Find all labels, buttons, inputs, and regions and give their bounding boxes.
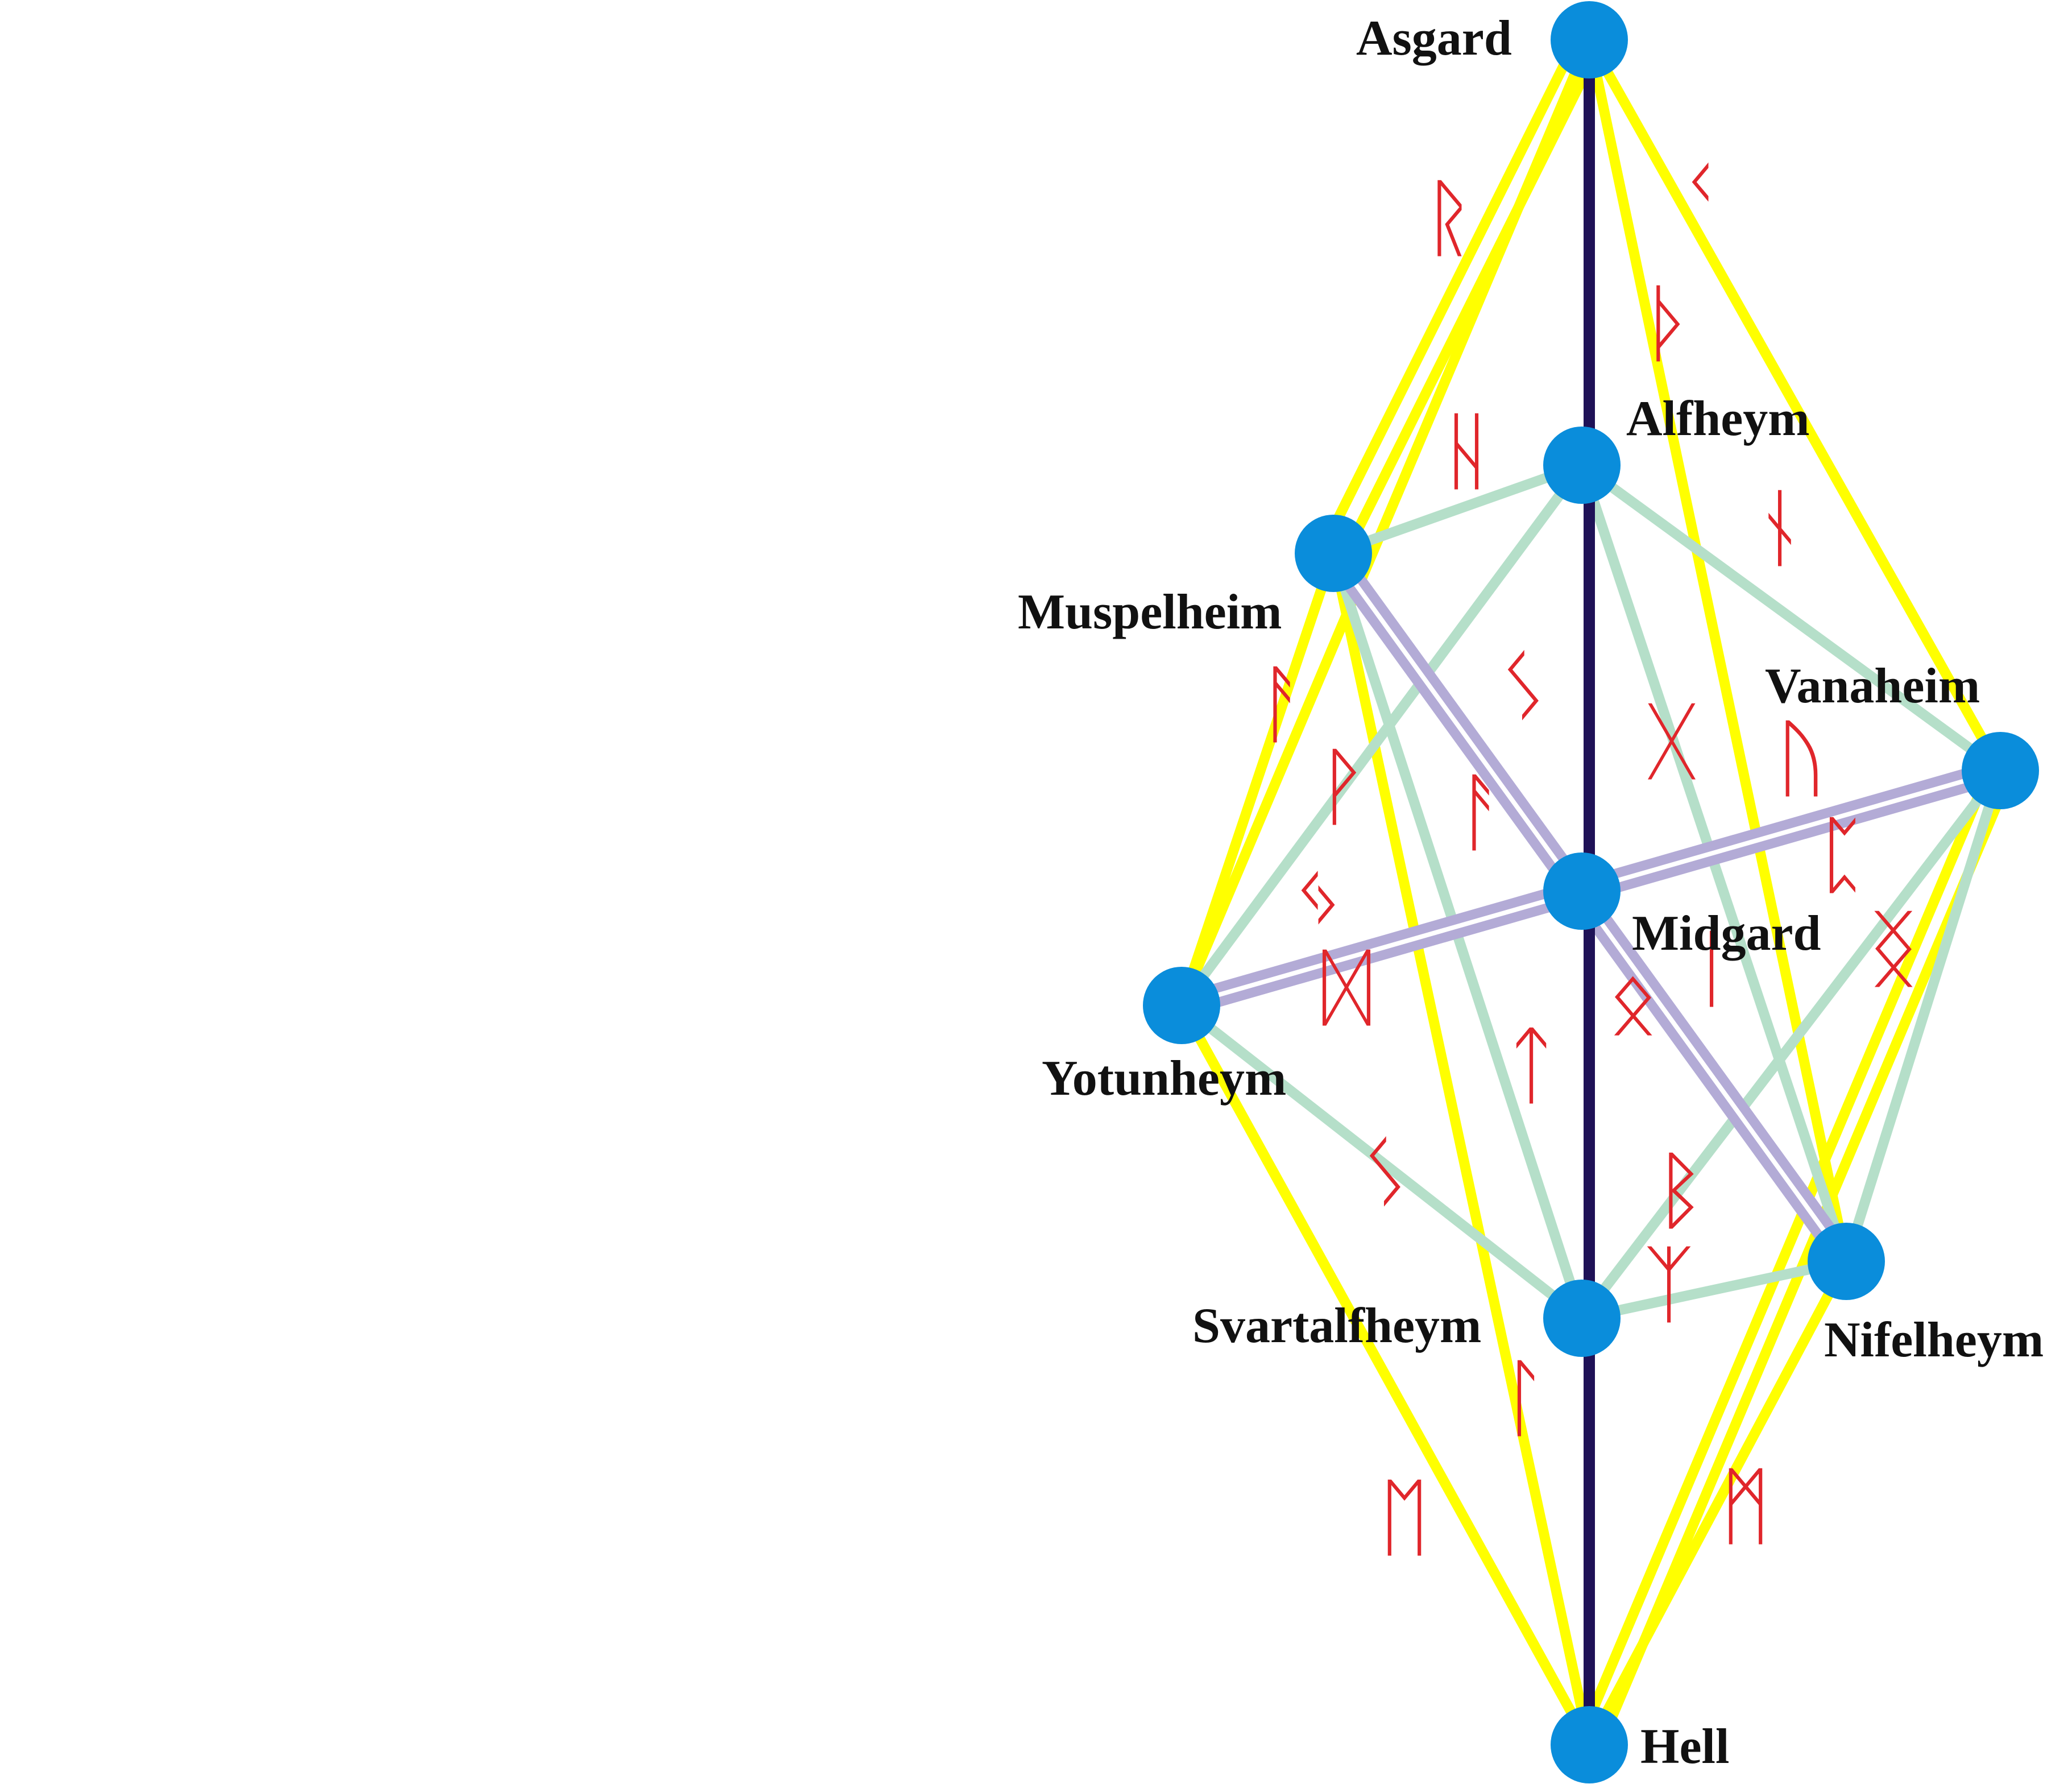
edge-asgard-nifelheym bbox=[1584, 35, 1851, 1266]
rune-laguz: ᛚ bbox=[1498, 1349, 1549, 1448]
rune-wunjo: ᚹ bbox=[1316, 738, 1367, 837]
label-yotunheym: Yotunheym bbox=[1042, 1051, 1286, 1106]
rune-perthro: ᛈ bbox=[1817, 806, 1868, 905]
rune-hagalaz: ᚺ bbox=[1441, 402, 1493, 501]
edge-alfheym-yotunheym bbox=[1176, 460, 1587, 1011]
edge-asgard-vanaheim bbox=[1584, 35, 2005, 776]
rune-isa: ᛁ bbox=[1686, 920, 1737, 1019]
rune-sowilo-upper: ᛊ bbox=[1498, 638, 1549, 737]
edge-yotunheym-hell bbox=[1176, 1000, 1594, 1750]
label-midgard: Midgard bbox=[1632, 906, 1821, 961]
edge-muspelheim-yotunheym bbox=[1176, 548, 1338, 1011]
edge-asgard-muspelheim-2 bbox=[1318, 30, 1585, 554]
rune-naudiz: ᚾ bbox=[1754, 479, 1805, 578]
rune-gebo: ᚷ bbox=[1646, 692, 1697, 791]
label-muspelheim: Muspelheim bbox=[1018, 585, 1282, 640]
edge-alfheym-muspelheim bbox=[1328, 460, 1587, 558]
node-nifelheym bbox=[1808, 1223, 1885, 1300]
edge-muspelheim-hell bbox=[1328, 548, 1594, 1750]
node-vanaheim bbox=[1962, 732, 2039, 809]
rune-ehwaz: ᛖ bbox=[1379, 1468, 1430, 1567]
node-asgard bbox=[1551, 1, 1628, 78]
node-midgard bbox=[1543, 852, 1621, 930]
edge-vanaheim-hell-2 bbox=[1574, 761, 1996, 1746]
node-layer bbox=[1143, 1, 2039, 1783]
edge-yotunheym-svartalfheym bbox=[1176, 1000, 1587, 1323]
edge-vanaheim-hell-1 bbox=[1593, 769, 2015, 1754]
edge-nifelheym-svartalfheym bbox=[1577, 1256, 1851, 1323]
rune-mannaz: ᛗ bbox=[1720, 1457, 1771, 1556]
edge-alfheym-vanaheim bbox=[1577, 460, 2005, 776]
outer-edges bbox=[1176, 30, 2015, 1754]
rune-thurisaz: ᚦ bbox=[1643, 274, 1694, 373]
edge-nifelheym-hell bbox=[1584, 1256, 1851, 1750]
rune-othala: ᛟ bbox=[1607, 954, 1659, 1053]
inner-edges bbox=[1176, 460, 2005, 1323]
rune-berkano: ᛒ bbox=[1655, 1141, 1706, 1240]
rune-ingwaz: ᛝ bbox=[1868, 900, 1919, 999]
node-hell bbox=[1551, 1706, 1628, 1783]
label-nifelheym: Nifelheym bbox=[1824, 1313, 2044, 1368]
edge-vanaheim-nifelheym bbox=[1841, 765, 2005, 1266]
rune-sowilo-lower: ᛊ bbox=[1360, 1124, 1411, 1223]
edge-asgard-yotunheym bbox=[1176, 35, 1594, 1011]
edge-vanaheim-svartalfheym bbox=[1577, 765, 2005, 1323]
rune-jera: ᛃ bbox=[1292, 846, 1344, 945]
rune-algiz: ᛉ bbox=[1643, 1235, 1694, 1334]
node-yotunheym bbox=[1143, 967, 1220, 1044]
node-labels: Asgard Alfheym Muspelheim Vanaheim Midga… bbox=[1018, 11, 2044, 1774]
rune-uruz: ᚢ bbox=[1776, 709, 1827, 808]
rune-dagaz: ᛞ bbox=[1321, 938, 1372, 1037]
label-vanaheim: Vanaheim bbox=[1765, 659, 1980, 714]
label-svartalfheym: Svartalfheym bbox=[1192, 1298, 1481, 1353]
edge-asgard-muspelheim-1 bbox=[1338, 39, 1605, 564]
label-asgard: Asgard bbox=[1356, 11, 1512, 66]
label-alfheym: Alfheym bbox=[1626, 391, 1810, 446]
rune-raido: ᚱ bbox=[1423, 169, 1474, 268]
rune-ansuz-left: ᚨ bbox=[1257, 655, 1308, 754]
node-muspelheim bbox=[1295, 515, 1372, 592]
label-hell: Hell bbox=[1640, 1719, 1729, 1774]
rune-kaun: ᚲ bbox=[1675, 133, 1726, 232]
rune-ansuz-center: ᚨ bbox=[1456, 763, 1507, 862]
node-alfheym bbox=[1543, 427, 1621, 504]
rune-tiwaz: ᛏ bbox=[1506, 1016, 1557, 1115]
node-svartalfheym bbox=[1543, 1280, 1621, 1357]
